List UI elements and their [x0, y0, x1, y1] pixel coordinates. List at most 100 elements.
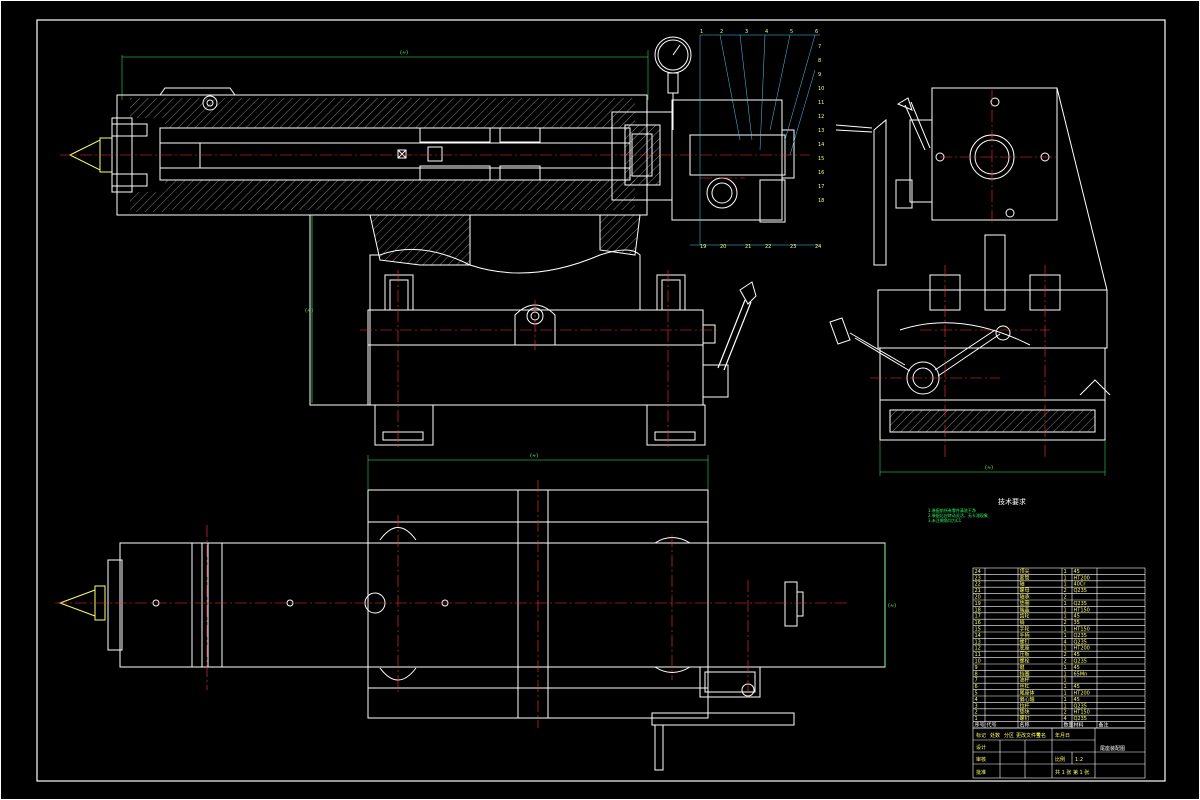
balloon-7: 7 [818, 44, 821, 50]
top-length-value: (≈) [530, 453, 538, 459]
balloon-1: 1 [700, 29, 703, 35]
parts-cell: 21 [975, 588, 981, 594]
parts-cell: Q235 [1074, 633, 1087, 639]
parts-cell: 4 [975, 697, 978, 703]
parts-header-cell: 数量 [1064, 722, 1074, 729]
mark-label-3: 分区 [1004, 732, 1014, 739]
parts-cell: 2 [1064, 710, 1067, 716]
designer-label: 设计 [976, 744, 986, 751]
parts-header-cell: 序号 [975, 722, 985, 729]
parts-cell: 螺栓 [1020, 658, 1030, 665]
balloon-21: 21 [745, 244, 751, 250]
parts-cell: 17 [975, 614, 981, 620]
parts-cell: 40Cr [1074, 582, 1087, 588]
parts-cell: 挡圈 [1020, 670, 1030, 677]
balloon-23: 23 [790, 244, 796, 250]
front-length-value: (≈) [400, 50, 408, 56]
balloon-19: 19 [700, 244, 706, 250]
parts-header-cell: 名称 [1020, 722, 1030, 729]
parts-cell: 45 [1074, 652, 1080, 658]
mark-label-5: 签名 [1036, 732, 1046, 739]
parts-cell: 1 [1064, 627, 1067, 633]
parts-cell: 1 [1064, 684, 1067, 690]
tech-req-line-2: 2.装配后应转动灵活，无卡滞现象 [928, 512, 988, 518]
parts-cell: 齿轮 [1020, 613, 1030, 620]
balloon-13: 13 [818, 128, 824, 134]
side-centerlines [870, 90, 1060, 460]
parts-cell: 15 [975, 627, 981, 633]
balloon-12: 12 [818, 114, 824, 120]
parts-cell: 3 [975, 703, 978, 709]
parts-cell: 35 [1074, 620, 1080, 626]
parts-cell: 45 [1074, 665, 1080, 671]
parts-cell: 13 [975, 639, 981, 645]
balloon-20: 20 [720, 244, 726, 250]
sheet-info: 共 1 张 第 1 张 [1055, 769, 1089, 776]
parts-cell: Q235 [1074, 639, 1087, 645]
parts-cell: 油杯 [1020, 677, 1030, 684]
parts-cell: 1 [1064, 582, 1067, 588]
parts-cell: 螺钉 [1020, 715, 1030, 722]
approver-label: 批准 [976, 769, 986, 776]
drawing-name: 尾座装配图 [1100, 745, 1125, 752]
tech-req-line-1: 1.装配前所有零件清洗干净 [928, 507, 976, 513]
front-height-value: (≈) [305, 308, 313, 314]
balloon-5: 5 [790, 29, 793, 35]
parts-cell: 2 [1064, 652, 1067, 658]
parts-cell: 键 [1020, 664, 1025, 671]
balloon-14: 14 [818, 142, 824, 148]
parts-cell: 2 [1064, 659, 1067, 665]
mark-label-6: 年月日 [1055, 732, 1070, 739]
parts-cell: 1 [1064, 614, 1067, 620]
parts-cell: Q235 [1074, 601, 1087, 607]
parts-cell: Q235 [1074, 716, 1087, 722]
technical-requirements: 技术要求 1.装配前所有零件清洗干净 2.装配后应转动灵活，无卡滞现象 3.未注… [928, 497, 1026, 523]
mark-label-4: 更改文件号 [1016, 732, 1041, 739]
parts-cell: HT150 [1074, 710, 1090, 716]
parts-cell: 18 [975, 607, 981, 613]
parts-cell: 1 [1064, 678, 1067, 684]
side-width-dimension [879, 440, 1106, 476]
side-width-value: (≈) [985, 465, 993, 471]
parts-cell: 偏心轴 [1020, 696, 1035, 703]
tech-req-line-3: 3.未注倒角均为C1 [928, 517, 962, 523]
parts-cell: HT200 [1074, 646, 1090, 652]
scale-label: 比例 [1055, 756, 1065, 763]
balloon-16: 16 [818, 170, 824, 176]
parts-cell: 螺钉 [1020, 638, 1030, 645]
parts-cell: 45 [1074, 697, 1080, 703]
parts-cell: 20 [975, 595, 981, 601]
parts-cell: 1 [1064, 665, 1067, 671]
leader-lines [690, 34, 820, 246]
parts-cell: 2 [1064, 595, 1067, 601]
parts-cell: 1 [1064, 607, 1067, 613]
balloon-6: 6 [815, 29, 818, 35]
parts-cell: 65Mn [1074, 671, 1088, 677]
balloon-24: 24 [815, 244, 821, 250]
title-block [972, 727, 1146, 779]
parts-cell: 14 [975, 633, 981, 639]
parts-cell: 顶尖 [1020, 568, 1030, 575]
parts-cell: 2 [1064, 588, 1067, 594]
parts-cell: 11 [975, 652, 981, 658]
parts-cell: 24 [975, 569, 981, 575]
parts-cell: 45 [1074, 684, 1080, 690]
mark-label-2: 处数 [990, 732, 1000, 739]
parts-cell: 1 [1064, 575, 1067, 581]
parts-cell: 1 [1064, 633, 1067, 639]
parts-cell: 2 [1064, 620, 1067, 626]
parts-cell: 45 [1074, 569, 1080, 575]
parts-cell: 16 [975, 620, 981, 626]
parts-cell: Q235 [1074, 659, 1087, 665]
parts-cell: HT150 [1074, 607, 1090, 613]
parts-cell: HT200 [1074, 691, 1090, 697]
parts-cell: 1 [1064, 601, 1067, 607]
balloon-9: 9 [818, 72, 821, 78]
parts-cell: HT150 [1074, 627, 1090, 633]
balloon-3: 3 [745, 29, 748, 35]
parts-cell: 9 [975, 665, 978, 671]
parts-cell: 22 [975, 582, 981, 588]
